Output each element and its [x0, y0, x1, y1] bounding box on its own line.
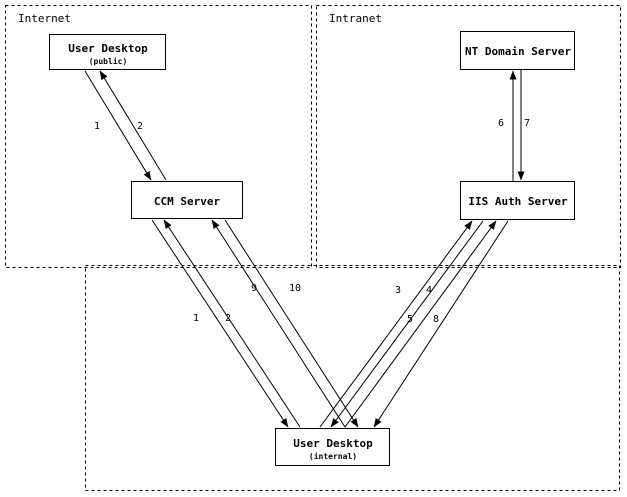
flow-label-1-public: 1 [94, 121, 100, 132]
node-user-desktop-internal-box[interactable] [275, 428, 390, 466]
flow-label-2-internal: 2 [225, 313, 231, 324]
edge-flow-4-iis-to-internal [330, 220, 484, 428]
node-user-desktop-public-title: User Desktop [68, 42, 148, 55]
edge-flow-1-ccm-to-internal [151, 219, 289, 428]
edge-flow-5-internal-to-iis [344, 220, 497, 428]
edge-group-iis-ntdomain: 6 7 [498, 70, 530, 181]
zone-intranet-box [316, 5, 621, 268]
node-nt-domain-server-box[interactable] [460, 31, 575, 70]
node-user-desktop-internal-title: User Desktop [293, 437, 373, 450]
node-user-desktop-public-subtitle: (public) [89, 56, 128, 66]
edge-flow-3-internal-to-iis [319, 220, 473, 428]
node-iis-auth-server-title: IIS Auth Server [468, 195, 568, 208]
zone-internal-box [85, 265, 620, 491]
node-iis-auth-server-box[interactable] [460, 181, 575, 220]
flow-label-4: 4 [426, 285, 432, 296]
zone-boundaries: Internet Intranet [5, 5, 621, 491]
zone-internet-label: Internet [18, 12, 71, 25]
edge-group-public-ccm: 1 2 [84, 70, 167, 181]
edge-flow-1-public-to-ccm [84, 70, 152, 181]
flow-label-9: 9 [251, 283, 257, 294]
node-ccm-server[interactable]: CCM Server [131, 181, 243, 219]
edge-flow-2-internal-to-ccm [163, 219, 301, 428]
flow-label-2-public: 2 [137, 121, 143, 132]
edge-group-ccm-internal-910: 9 10 [211, 219, 359, 428]
edge-group-internal-iis-34: 3 4 [319, 220, 484, 428]
node-iis-auth-server[interactable]: IIS Auth Server [460, 181, 575, 220]
node-user-desktop-public[interactable]: User Desktop (public) [49, 34, 166, 70]
flow-label-8: 8 [433, 314, 439, 325]
flow-label-5: 5 [407, 314, 413, 325]
node-ccm-server-box[interactable] [131, 181, 243, 219]
edge-group-ccm-internal-12: 1 2 [151, 219, 301, 428]
node-user-desktop-public-box[interactable] [49, 34, 166, 70]
edge-flow-9-internal-to-ccm [211, 219, 346, 428]
edge-flow-10-ccm-to-internal [224, 219, 359, 428]
flow-label-7: 7 [524, 118, 530, 129]
edge-group-internal-iis-58: 5 8 [344, 220, 509, 428]
node-user-desktop-internal-subtitle: (internal) [309, 451, 357, 461]
flow-label-1-internal: 1 [193, 313, 199, 324]
flow-label-6: 6 [498, 118, 504, 129]
edge-flow-2-ccm-to-public [99, 70, 167, 181]
edge-flow-8-iis-to-internal [373, 220, 509, 428]
flow-label-3: 3 [395, 285, 401, 296]
zone-intranet-label: Intranet [329, 12, 382, 25]
node-user-desktop-internal[interactable]: User Desktop (internal) [275, 428, 390, 466]
flow-label-10: 10 [289, 283, 301, 294]
zone-internet-box [5, 5, 312, 268]
node-nt-domain-server-title: NT Domain Server [465, 45, 571, 58]
node-ccm-server-title: CCM Server [154, 195, 221, 208]
node-nt-domain-server[interactable]: NT Domain Server [460, 31, 575, 70]
